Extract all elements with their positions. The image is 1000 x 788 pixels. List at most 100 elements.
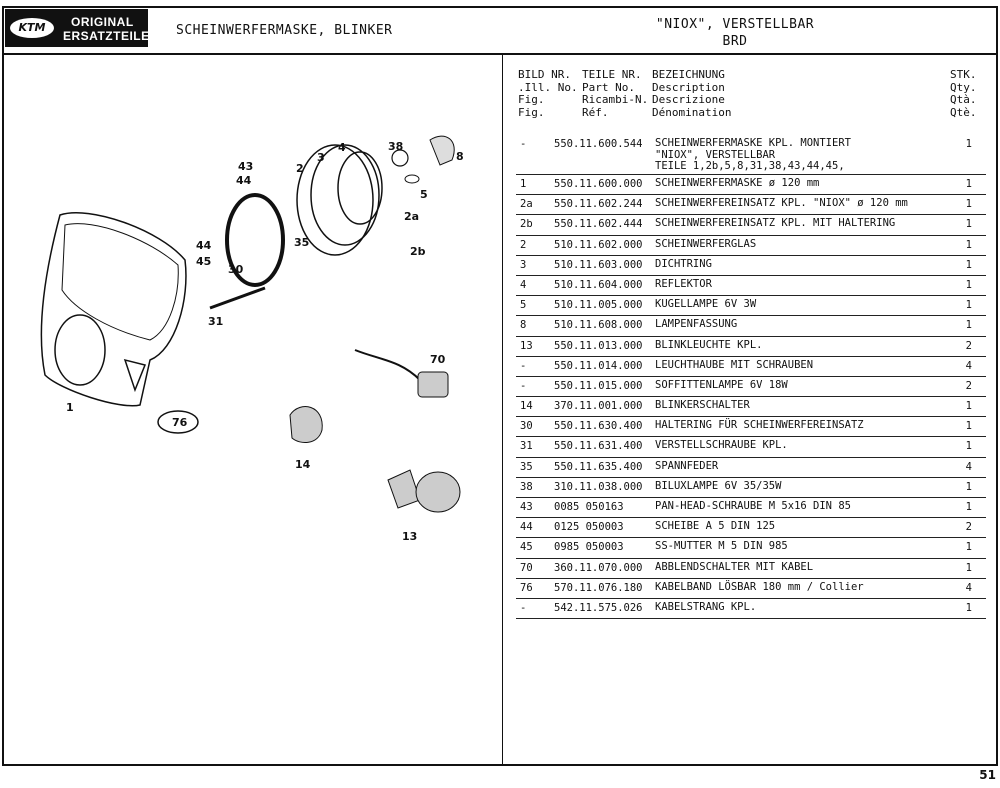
model-name: "NIOX", VERSTELLBAR (655, 17, 815, 32)
row-part-number: 550.11.602.444 (554, 218, 643, 231)
row-description: BILUXLAMPE 6V 35/35W (655, 479, 782, 492)
row-part-number: 550.11.602.244 (554, 198, 643, 211)
cable-tie-drawing (157, 410, 199, 434)
label-45: 45 (196, 255, 211, 268)
row-quantity: 1 (965, 561, 972, 574)
table-row: - 550.11.600.544 SCHEINWERFERMASKE KPL. MO… (516, 135, 986, 175)
row-fig: 31 (520, 440, 533, 453)
parts-sheet (2, 6, 998, 766)
indicator-switch-drawing (289, 406, 323, 443)
small-bulb-drawing (404, 174, 420, 184)
row-part-number: 370.11.001.000 (554, 400, 643, 413)
row-part-number: 0125 050003 (554, 521, 624, 534)
row-description: ABBLENDSCHALTER MIT KABEL (655, 560, 814, 573)
bottom-border (2, 764, 998, 766)
row-description: SCHEINWERFERMASKE ø 120 mm (655, 177, 820, 189)
lamp-socket-drawing (429, 135, 455, 166)
label-44b: 44 (196, 239, 212, 252)
row-description: DICHTRING (655, 257, 712, 270)
headlight-insert-drawing (296, 144, 383, 256)
table-row: 2a 550.11.602.244 SCHEINWERFEREINSATZ KPL.… (516, 195, 986, 216)
label-4: 4 (338, 141, 346, 154)
row-part-number: 550.11.635.400 (554, 460, 643, 473)
row-quantity: 1 (965, 420, 972, 433)
label-31: 31 (208, 315, 223, 328)
row-quantity: 4 (965, 359, 972, 372)
label-8: 8 (456, 150, 464, 163)
row-part-number: 510.11.604.000 (554, 278, 643, 291)
left-border (2, 6, 4, 766)
row-fig: 4 (520, 278, 527, 291)
row-description: LEUCHTHAUBE MIT SCHRAUBEN (655, 358, 814, 371)
market-code: BRD (722, 34, 748, 49)
row-part-number: 550.11.630.400 (554, 420, 643, 433)
row-quantity: 1 (965, 440, 972, 453)
row-description: SCHEINWERFEREINSATZ KPL. "NIOX" ø 120 mm (655, 197, 908, 210)
row-description: SPANNFEDER (655, 459, 719, 472)
row-quantity: 1 (965, 501, 972, 513)
row-fig: 1 (520, 178, 527, 190)
row-part-number: 310.11.038.000 (554, 480, 643, 493)
row-part-number: 550.11.013.000 (554, 339, 643, 352)
column-header-desc: BEZEICHNUNG Description Descrizione Déno… (652, 68, 732, 119)
row-description: KUGELLAMPE 6V 3W (655, 298, 757, 311)
parts-table: - 550.11.600.544 SCHEINWERFERMASKE KPL. MO… (516, 135, 986, 620)
row-part-number: 570.11.076.180 (554, 581, 643, 594)
headlight-mask-drawing (40, 212, 187, 407)
row-description: VERSTELLSCHRAUBE KPL. (655, 439, 788, 452)
right-border (996, 6, 998, 766)
row-part-number: 550.11.600.000 (554, 178, 643, 190)
label-38: 38 (388, 140, 403, 153)
label-3: 3 (317, 151, 325, 164)
dip-switch-cable (354, 349, 421, 381)
label-35: 35 (294, 236, 309, 249)
exploded-diagram: 1 2 3 4 38 8 43 44 5 2a 2b 35 30 44 45 3… (40, 135, 464, 543)
row-fig: 14 (520, 400, 533, 413)
column-header-part: TEILE NR. Part No. Ricambi-N. Réf. (582, 68, 649, 119)
label-2: 2 (296, 162, 304, 175)
row-quantity: 1 (965, 198, 972, 211)
row-quantity: 1 (965, 178, 972, 190)
row-quantity: 1 (965, 601, 972, 614)
indicator-lamp-drawing (387, 469, 461, 513)
label-70: 70 (430, 353, 446, 366)
row-fig: 44 (520, 521, 533, 534)
row-part-number: 510.11.602.000 (554, 238, 643, 251)
row-quantity: 1 (965, 541, 972, 554)
row-fig: 38 (520, 480, 533, 493)
label-30: 30 (228, 263, 244, 276)
row-part-number: 550.11.014.000 (554, 359, 643, 372)
row-part-number: 550.11.600.544 (554, 138, 643, 150)
row-description: SCHEIBE A 5 DIN 125 (655, 520, 776, 533)
row-fig: - (520, 138, 527, 150)
row-part-number: 550.11.015.000 (554, 379, 643, 392)
label-44: 44 (236, 174, 252, 187)
row-description: SCHEINWERFERMASKE KPL. MONTIERT "NIOX", … (655, 137, 851, 172)
row-fig: 2 (520, 238, 527, 251)
row-description: BLINKERSCHALTER (655, 399, 750, 412)
row-fig: 35 (520, 460, 533, 473)
label-1: 1 (66, 401, 74, 414)
row-quantity: 2 (965, 339, 972, 352)
row-quantity: 1 (965, 258, 972, 271)
page-title: SCHEINWERFERMASKE, BLINKER (176, 23, 393, 38)
table-row: 31 550.11.631.400 VERSTELLSCHRAUBE KPL. 1 (516, 437, 986, 458)
row-part-number: 550.11.631.400 (554, 440, 643, 453)
header-divider (2, 53, 998, 55)
row-part-number: 0085 050163 (554, 501, 624, 513)
row-description: REFLEKTOR (655, 277, 712, 290)
row-description: PAN-HEAD-SCHRAUBE M 5x16 DIN 85 (655, 500, 851, 512)
row-fig: 2a (520, 198, 533, 211)
row-fig: 13 (520, 339, 533, 352)
row-fig: 76 (520, 581, 533, 594)
